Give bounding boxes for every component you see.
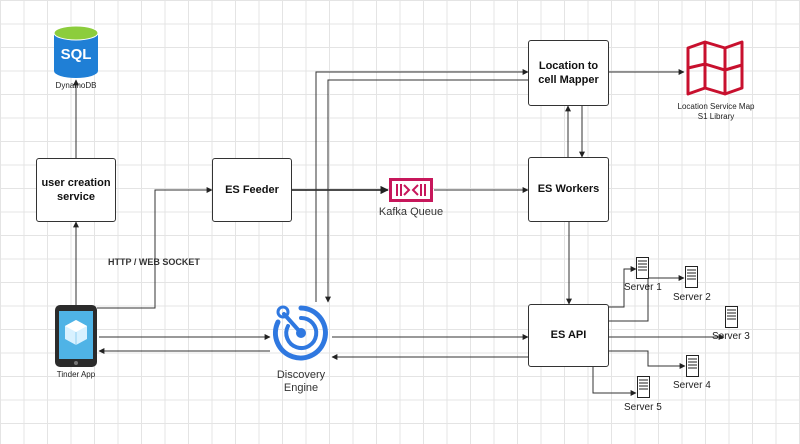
kafka-queue-icon <box>389 178 433 202</box>
server-2-label: Server 2 <box>673 292 711 303</box>
edge-mapper-discovery-2 <box>325 79 528 303</box>
server-4-label: Server 4 <box>673 380 711 391</box>
edge-esapi-server4 <box>609 350 686 369</box>
discovery-engine-label: Discovery Engine <box>276 369 326 395</box>
discovery-engine-icon <box>272 305 328 361</box>
server-5-label: Server 5 <box>624 402 662 413</box>
edge-app-esfeeder <box>97 187 213 309</box>
kafka-queue-label: Kafka Queue <box>378 206 444 218</box>
location-service-map-label: Location Service Map S1 Library <box>677 102 755 122</box>
user-creation-service-node[interactable]: user creation service <box>36 158 116 222</box>
edge-esapi-server5 <box>592 367 637 396</box>
server-1-label: Server 1 <box>624 282 662 293</box>
server-3-label: Server 3 <box>712 331 750 342</box>
edge-discovery-mapper-1 <box>315 69 529 302</box>
server-1-icon <box>636 257 649 279</box>
location-cell-mapper-node[interactable]: Location to cell Mapper <box>528 40 609 106</box>
es-workers-node[interactable]: ES Workers <box>528 157 609 222</box>
server-3-icon <box>725 306 738 328</box>
server-5-icon <box>637 376 650 398</box>
es-api-node[interactable]: ES API <box>528 304 609 367</box>
tinder-app-label: Tinder App <box>56 370 96 379</box>
edge-esapi-server2 <box>609 275 685 322</box>
phone-app-icon <box>55 305 97 367</box>
sql-text: SQL <box>61 46 92 63</box>
dynamodb-label: DynamoDB <box>55 81 97 90</box>
http-websocket-label: HTTP / WEB SOCKET <box>108 257 200 267</box>
es-feeder-node[interactable]: ES Feeder <box>212 158 292 222</box>
server-4-icon <box>686 355 699 377</box>
map-icon <box>686 40 744 96</box>
edge-esapi-server1 <box>609 266 637 308</box>
dynamodb-sql-icon: SQL <box>53 25 99 78</box>
server-2-icon <box>685 266 698 288</box>
